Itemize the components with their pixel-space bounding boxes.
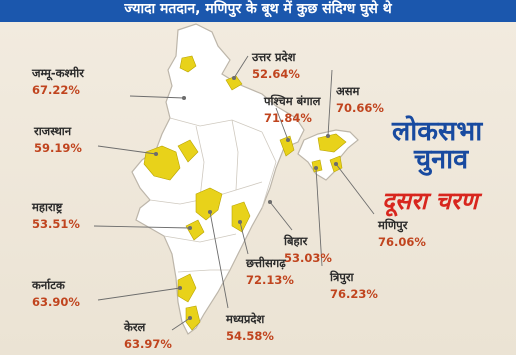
- state-percent: 76.23%: [330, 287, 378, 301]
- kl-region: [185, 305, 201, 331]
- state-name: उत्तर प्रदेश: [252, 50, 296, 64]
- highlighted-regions: [143, 55, 347, 331]
- rj-region: [143, 145, 181, 181]
- title-phase: दूसरा चरण: [382, 187, 478, 215]
- state-label-rj: राजस्थान 59.19%: [34, 124, 82, 155]
- state-name: मध्यप्रदेश: [226, 312, 265, 326]
- cg-region: [231, 201, 251, 233]
- state-percent: 52.64%: [252, 67, 300, 81]
- headline-banner: ज्यादा मतदान, मणिपुर के बूथ में कुछ संदि…: [0, 0, 516, 22]
- state-label-mn: मणिपुर 76.06%: [378, 218, 426, 249]
- state-percent: 63.90%: [32, 295, 80, 309]
- state-name: राजस्थान: [34, 124, 72, 138]
- state-label-cg: छत्तीसगढ़ 72.13%: [246, 256, 294, 287]
- state-label-jk: जम्मू-कश्मीर 67.22%: [32, 66, 84, 97]
- state-label-kl: केरल 63.97%: [124, 320, 172, 351]
- state-percent: 53.51%: [32, 217, 80, 231]
- as-region: [317, 133, 347, 153]
- state-label-up: उत्तर प्रदेश 52.64%: [252, 50, 300, 81]
- headline-text: ज्यादा मतदान, मणिपुर के बूथ में कुछ संदि…: [124, 1, 392, 17]
- state-percent: 54.58%: [226, 329, 274, 343]
- title-loksabha: लोकसभा: [392, 116, 483, 147]
- state-name: छत्तीसगढ़: [246, 256, 286, 270]
- state-label-br: बिहार 53.03%: [284, 234, 332, 265]
- state-percent: 76.06%: [378, 235, 426, 249]
- state-name: केरल: [124, 320, 146, 334]
- state-percent: 63.97%: [124, 337, 172, 351]
- state-label-mp: मध्यप्रदेश 54.58%: [226, 312, 274, 343]
- state-percent: 59.19%: [34, 141, 82, 155]
- state-label-ka: कर्नाटक 63.90%: [32, 278, 80, 309]
- state-label-as: असम 70.66%: [336, 84, 384, 115]
- state-percent: 67.22%: [32, 83, 80, 97]
- india-map: [93, 23, 375, 335]
- map-panel: जम्मू-कश्मीर 67.22% उत्तर प्रदेश 52.64% …: [0, 22, 516, 355]
- state-label-mh: महाराष्ट्र 53.51%: [32, 200, 80, 231]
- rj-region-2: [177, 139, 199, 163]
- title-chunav: चुनाव: [414, 144, 469, 175]
- state-label-wb: पश्चिम बंगाल 71.84%: [264, 94, 320, 125]
- state-percent: 72.13%: [246, 273, 294, 287]
- state-percent: 70.66%: [336, 101, 384, 115]
- mp-region: [195, 187, 223, 221]
- state-percent: 71.84%: [264, 111, 312, 125]
- leader-lines: [93, 55, 375, 331]
- state-name: महाराष्ट्र: [32, 200, 63, 214]
- state-name: जम्मू-कश्मीर: [32, 66, 84, 80]
- mh-region: [185, 219, 205, 241]
- state-name: असम: [336, 84, 360, 98]
- state-label-tr: त्रिपुरा 76.23%: [330, 270, 378, 301]
- tr-region: [311, 159, 323, 173]
- state-name: कर्नाटक: [32, 278, 65, 292]
- state-name: मणिपुर: [378, 218, 408, 232]
- jk-region: [179, 55, 197, 73]
- state-name: बिहार: [284, 234, 308, 248]
- state-percent: 53.03%: [284, 251, 332, 265]
- state-name: त्रिपुरा: [330, 270, 354, 284]
- state-name: पश्चिम बंगाल: [264, 94, 321, 108]
- ka-region: [177, 273, 197, 303]
